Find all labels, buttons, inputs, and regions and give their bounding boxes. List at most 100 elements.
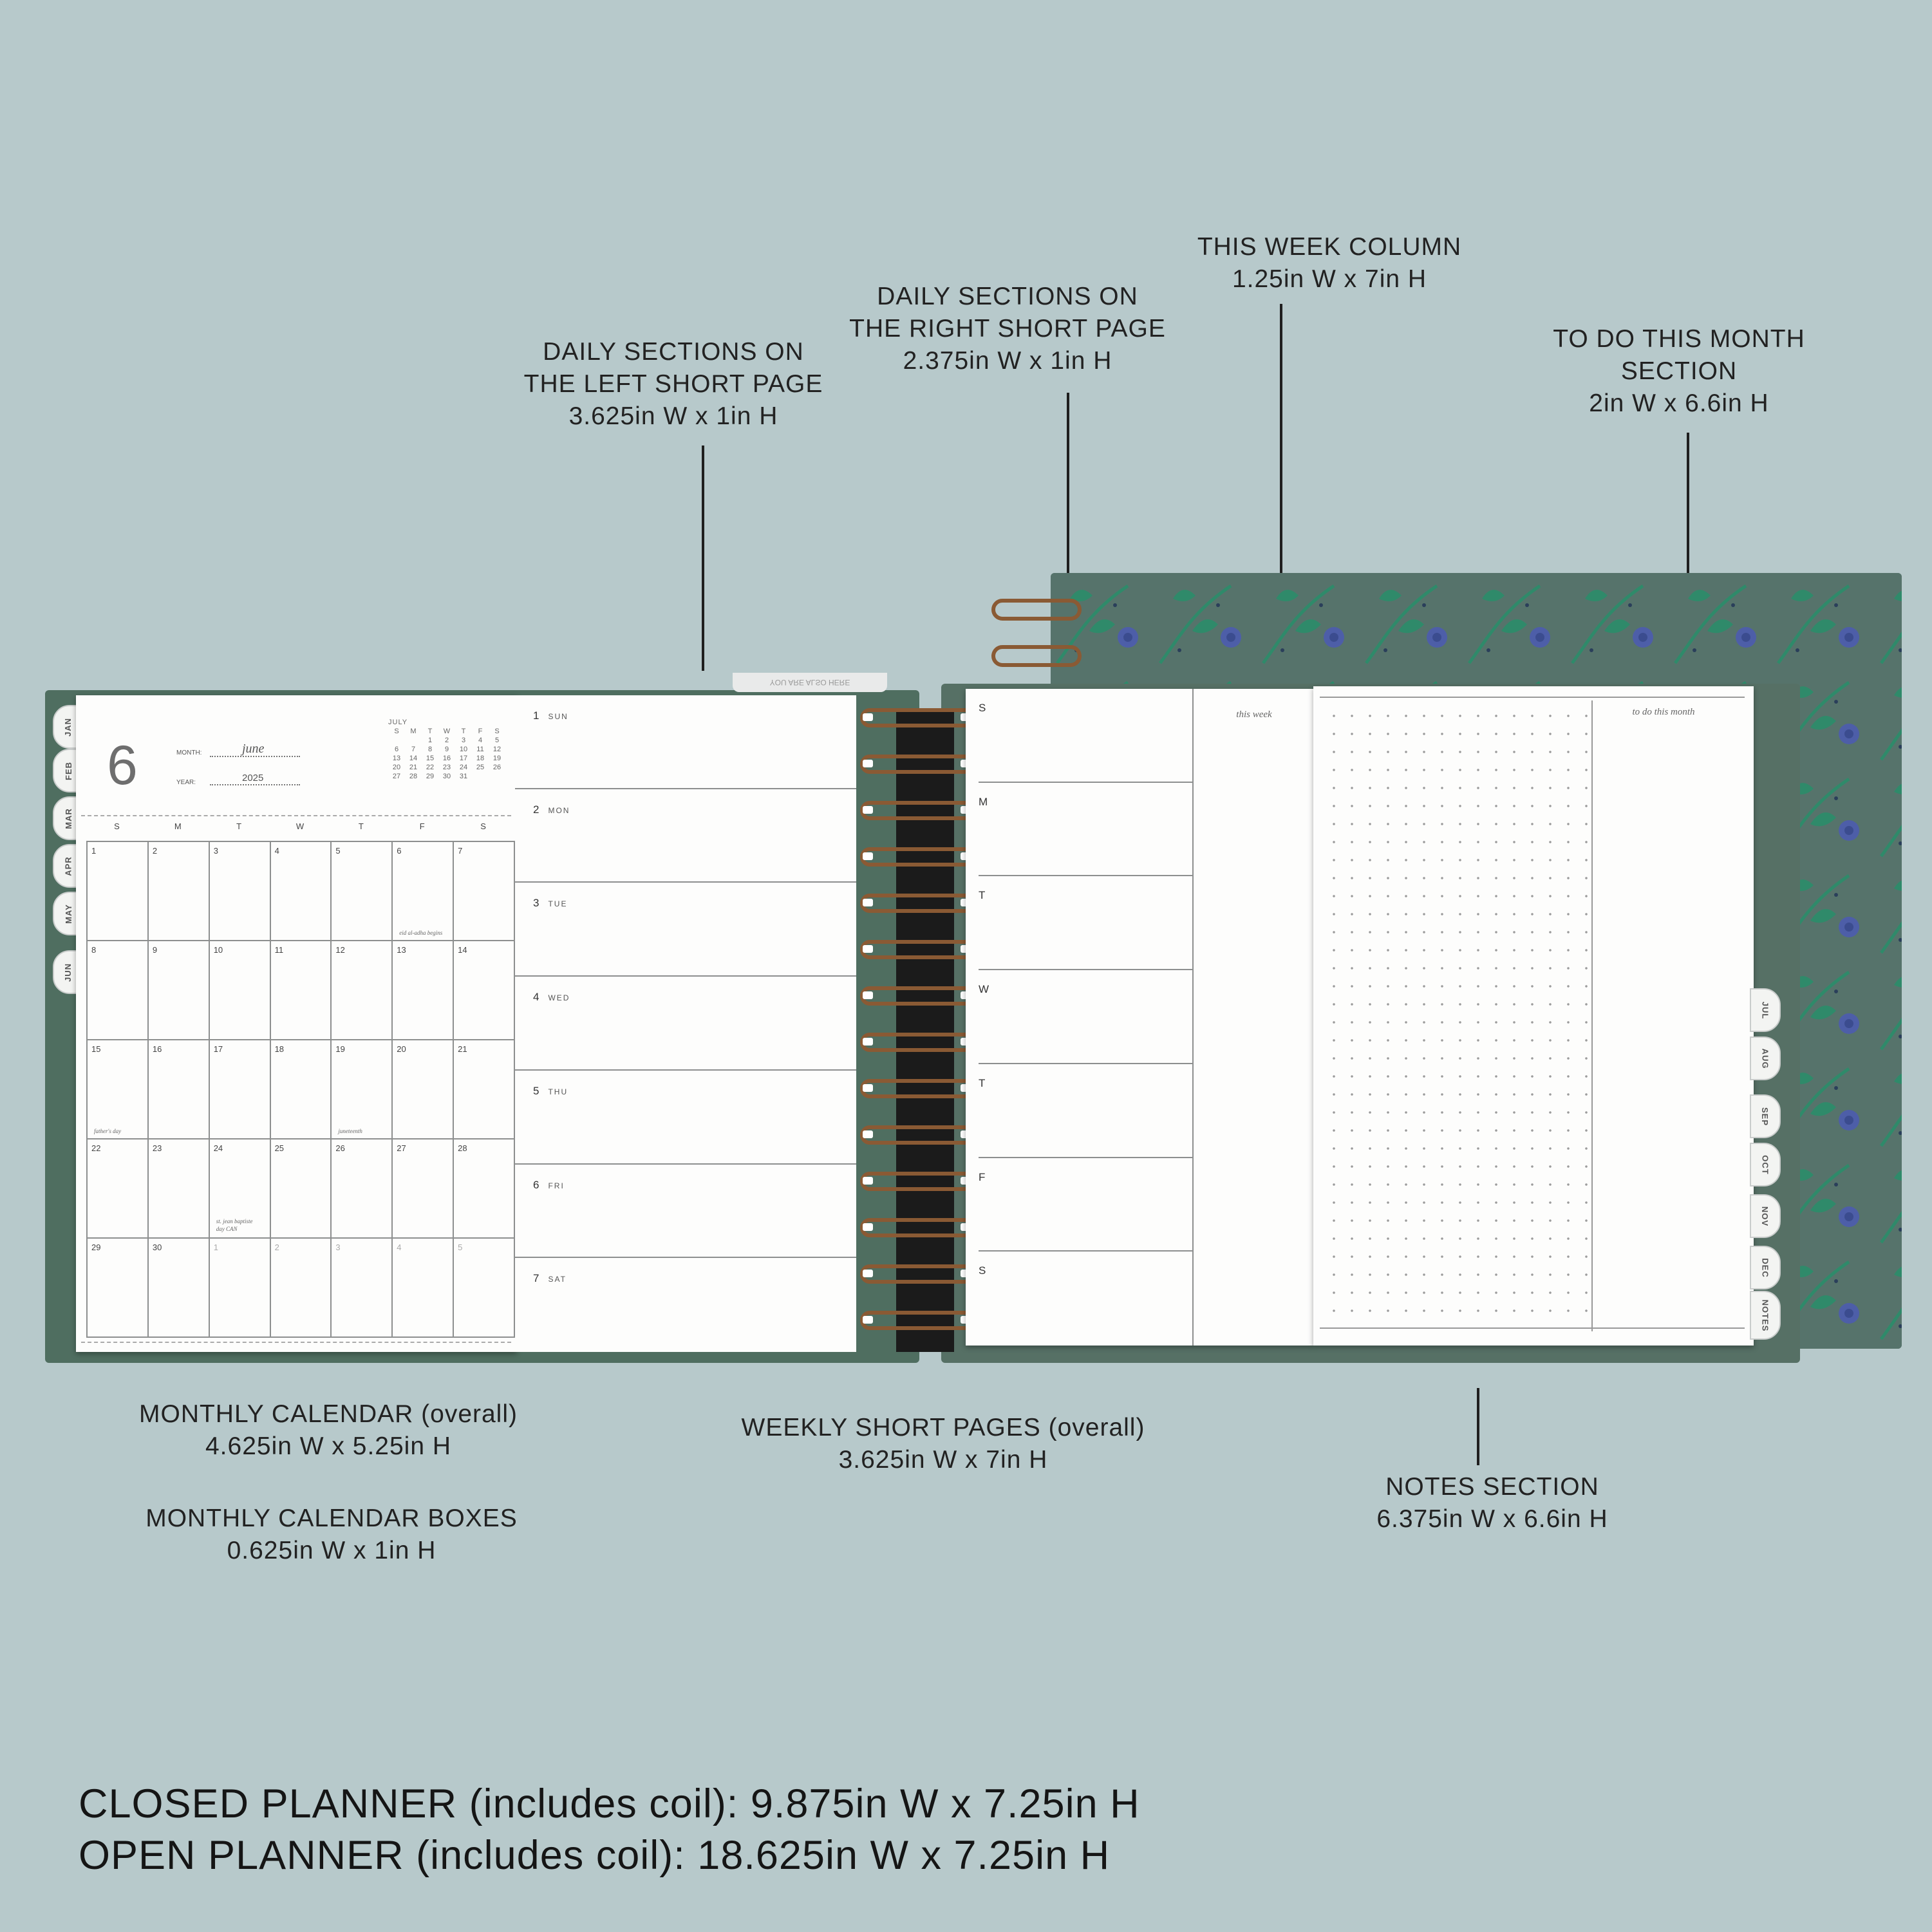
calendar-day-box[interactable]: 11 — [270, 941, 332, 1040]
tab-oct[interactable]: OCT — [1750, 1143, 1781, 1186]
calendar-day-box[interactable]: 20 — [393, 1040, 455, 1140]
daily-section-right[interactable]: W — [979, 970, 1192, 1064]
calendar-day-box[interactable]: 19 — [332, 1040, 393, 1140]
month-field-label: MONTH: — [176, 749, 202, 756]
calendar-day-box[interactable]: 5 — [332, 842, 393, 941]
month-field-value[interactable]: june — [242, 742, 265, 756]
weekday-header: T — [236, 821, 242, 831]
mini-calendar-day: 16 — [442, 755, 451, 762]
spine-gap — [896, 708, 954, 1352]
calendar-day-box[interactable]: 4 — [270, 842, 332, 941]
tab-nov[interactable]: NOV — [1750, 1194, 1781, 1238]
calendar-day-box[interactable]: 3 — [209, 842, 271, 941]
calendar-day-box[interactable]: 30 — [148, 1239, 210, 1338]
calendar-day-box[interactable]: 16 — [148, 1040, 210, 1140]
calendar-day-box[interactable]: 18 — [270, 1040, 332, 1140]
mini-calendar-day: 14 — [409, 755, 418, 762]
day-name: TUE — [548, 899, 568, 909]
mini-calendar-day: 29 — [426, 773, 435, 780]
day-name: SUN — [548, 712, 568, 721]
tab-dec[interactable]: DEC — [1750, 1246, 1781, 1290]
mini-calendar-day: 1 — [427, 736, 433, 744]
calendar-day-box[interactable]: 6 — [393, 842, 455, 941]
calendar-day-box[interactable]: 5 — [454, 1239, 515, 1338]
daily-section-right[interactable]: T — [979, 1064, 1192, 1158]
mini-calendar-day: 2 — [444, 736, 449, 744]
mini-calendar-day: 17 — [459, 755, 468, 762]
calendar-day-number: 17 — [213, 1044, 223, 1054]
calendar-day-box[interactable]: 27 — [393, 1140, 455, 1239]
calendar-day-number: 10 — [213, 945, 223, 955]
daily-section-right[interactable]: M — [979, 783, 1192, 877]
calendar-day-box[interactable]: 15 — [88, 1040, 149, 1140]
calendar-day-box[interactable]: 8 — [88, 941, 149, 1040]
day-number: 3 — [533, 897, 539, 910]
holiday-note: eid al-adha begins — [399, 930, 443, 936]
coil-punch-hole — [863, 1177, 873, 1185]
day-name: MON — [548, 805, 570, 815]
bottom-divider — [81, 1342, 511, 1343]
calendar-day-box[interactable]: 1 — [88, 842, 149, 941]
mini-calendar-day: 6 — [394, 746, 399, 753]
todo-month-section[interactable]: to do this month — [1591, 700, 1755, 1331]
coil-loop — [860, 894, 976, 913]
calendar-day-box[interactable]: 26 — [332, 1140, 393, 1239]
tab-notes[interactable]: NOTES — [1750, 1291, 1781, 1340]
calendar-day-box[interactable]: 9 — [148, 941, 210, 1040]
calendar-day-box[interactable]: 13 — [393, 941, 455, 1040]
calendar-day-box[interactable]: 7 — [454, 842, 515, 941]
calendar-day-number: 24 — [213, 1143, 223, 1153]
calendar-day-box[interactable]: 23 — [148, 1140, 210, 1239]
coil-loop — [860, 1033, 976, 1052]
calendar-day-box[interactable]: 22 — [88, 1140, 149, 1239]
tab-jul[interactable]: JUL — [1750, 988, 1781, 1032]
calendar-day-number: 2 — [274, 1243, 279, 1252]
calendar-day-box[interactable]: 3 — [332, 1239, 393, 1338]
mini-calendar-header: T — [461, 727, 466, 735]
calendar-day-box[interactable]: 1 — [209, 1239, 271, 1338]
calendar-day-box[interactable]: 25 — [270, 1140, 332, 1239]
mini-calendar-day: 13 — [392, 755, 401, 762]
mini-calendar-day: 4 — [478, 736, 483, 744]
calendar-day-box[interactable]: 21 — [454, 1040, 515, 1140]
calendar-day-box[interactable]: 10 — [209, 941, 271, 1040]
notes-section-dot-grid[interactable] — [1325, 707, 1589, 1325]
calendar-day-number: 28 — [458, 1143, 467, 1153]
tab-aug[interactable]: AUG — [1750, 1036, 1781, 1080]
daily-section-left[interactable]: 3 TUE — [515, 883, 856, 977]
calendar-day-box[interactable]: 2 — [270, 1239, 332, 1338]
top-coil-ring-1 — [991, 599, 1082, 621]
calendar-day-number: 1 — [91, 846, 97, 856]
daily-section-right[interactable]: S — [979, 689, 1192, 783]
calendar-day-box[interactable]: 2 — [148, 842, 210, 941]
year-field-value[interactable]: 2025 — [242, 773, 264, 783]
calendar-day-box[interactable]: 29 — [88, 1239, 149, 1338]
calendar-day-number: 22 — [91, 1143, 101, 1153]
header-divider — [81, 815, 511, 816]
daily-section-right[interactable]: S — [979, 1252, 1192, 1346]
mini-calendar-day: 31 — [459, 773, 468, 780]
calendar-day-box[interactable]: 17 — [209, 1040, 271, 1140]
calendar-day-box[interactable]: 14 — [454, 941, 515, 1040]
daily-section-left[interactable]: 2 MON — [515, 789, 856, 883]
calendar-day-box[interactable]: 24 — [209, 1140, 271, 1239]
coil-punch-hole — [863, 945, 873, 953]
calendar-day-box[interactable]: 4 — [393, 1239, 455, 1338]
leader-line-todo — [1687, 433, 1689, 672]
daily-section-right[interactable]: T — [979, 876, 1192, 971]
day-number: 2 — [533, 803, 539, 816]
calendar-day-box[interactable]: 28 — [454, 1140, 515, 1239]
coil-loop — [860, 1264, 976, 1284]
daily-section-right[interactable]: F — [979, 1158, 1192, 1252]
calendar-day-box[interactable]: 12 — [332, 941, 393, 1040]
year-field-dots — [210, 784, 300, 785]
coil-punch-hole — [863, 1130, 873, 1138]
tab-sep[interactable]: SEP — [1750, 1094, 1781, 1138]
leader-line-this-week — [1280, 304, 1282, 676]
